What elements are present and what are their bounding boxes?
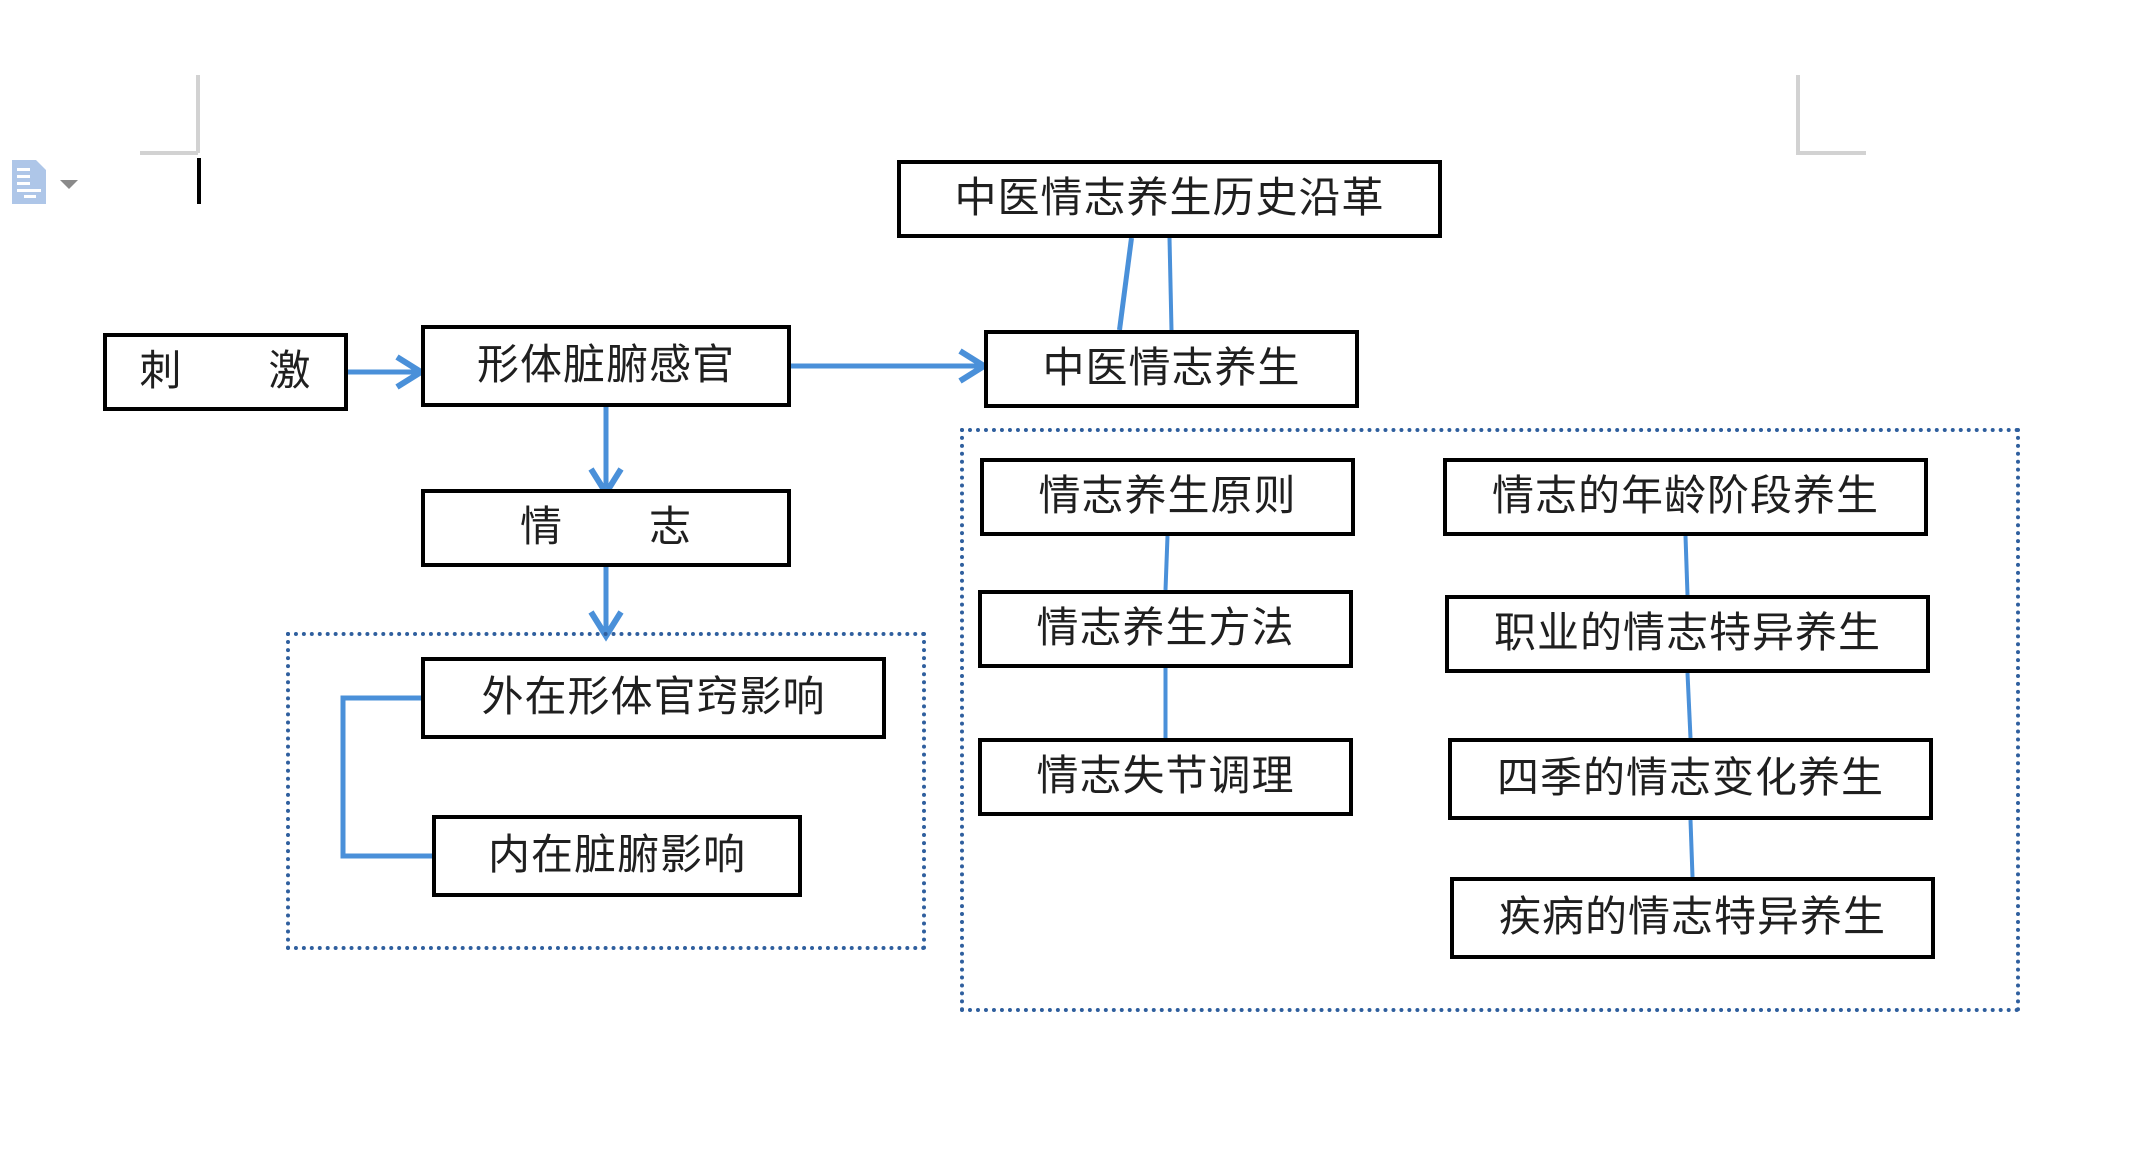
node-disorder[interactable]: 情志失节调理 (978, 738, 1353, 816)
paste-options-control[interactable] (8, 158, 94, 210)
node-emotion[interactable]: 情 志 (421, 489, 791, 567)
node-age[interactable]: 情志的年龄阶段养生 (1443, 458, 1928, 536)
node-history[interactable]: 中医情志养生历史沿革 (897, 160, 1442, 238)
node-principle[interactable]: 情志养生原则 (980, 458, 1355, 536)
node-internal[interactable]: 内在脏腑影响 (432, 815, 802, 897)
node-seasons[interactable]: 四季的情志变化养生 (1448, 738, 1933, 820)
node-label: 情志养生方法 (1036, 606, 1295, 652)
node-label: 外在形体官窍影响 (481, 675, 826, 721)
node-tcm[interactable]: 中医情志养生 (984, 330, 1359, 408)
paste-icon-line (17, 189, 41, 192)
paste-document-icon[interactable] (12, 160, 46, 204)
node-label: 内在脏腑影响 (487, 833, 746, 879)
node-label: 形体脏腑感官 (476, 343, 735, 389)
margin-mark-top-left-horizontal (140, 151, 198, 155)
node-label: 刺 激 (139, 349, 312, 395)
paste-icon-line (24, 195, 36, 198)
node-disease[interactable]: 疾病的情志特异养生 (1450, 877, 1935, 959)
margin-mark-top-right-vertical (1796, 75, 1800, 153)
node-label: 中医情志养生历史沿革 (954, 176, 1385, 222)
margin-mark-top-right-horizontal (1796, 151, 1866, 155)
node-external[interactable]: 外在形体官窍影响 (421, 657, 886, 739)
node-label: 职业的情志特异养生 (1493, 611, 1881, 657)
node-label: 情志的年龄阶段养生 (1491, 474, 1879, 520)
node-label: 四季的情志变化养生 (1496, 756, 1884, 802)
node-label: 情志养生原则 (1038, 474, 1297, 520)
connector-organs-to-tcm-arrowhead (958, 348, 990, 384)
node-label: 情 志 (519, 505, 692, 551)
node-label: 情志失节调理 (1036, 754, 1295, 800)
group-box-regimen-group[interactable] (960, 428, 2020, 1012)
chevron-down-icon[interactable] (60, 180, 78, 189)
node-label: 中医情志养生 (1042, 346, 1301, 392)
margin-mark-top-left-vertical (196, 75, 200, 153)
text-cursor (197, 158, 201, 204)
paste-icon-line (17, 175, 30, 178)
connector-history-to-tcm (1167, 237, 1174, 331)
paste-icon-line (17, 168, 30, 171)
node-career[interactable]: 职业的情志特异养生 (1445, 595, 1930, 673)
connector-stimulus-to-organs-arrowhead (395, 354, 427, 390)
paste-icon-line (17, 182, 30, 185)
paste-icon-fold (36, 160, 46, 170)
node-method[interactable]: 情志养生方法 (978, 590, 1353, 668)
node-label: 疾病的情志特异养生 (1498, 895, 1886, 941)
group-box-effects-group[interactable] (286, 632, 926, 950)
node-stimulus[interactable]: 刺 激 (103, 333, 348, 411)
connector-history-to-tcm (1117, 237, 1134, 331)
node-organs[interactable]: 形体脏腑感官 (421, 325, 791, 407)
